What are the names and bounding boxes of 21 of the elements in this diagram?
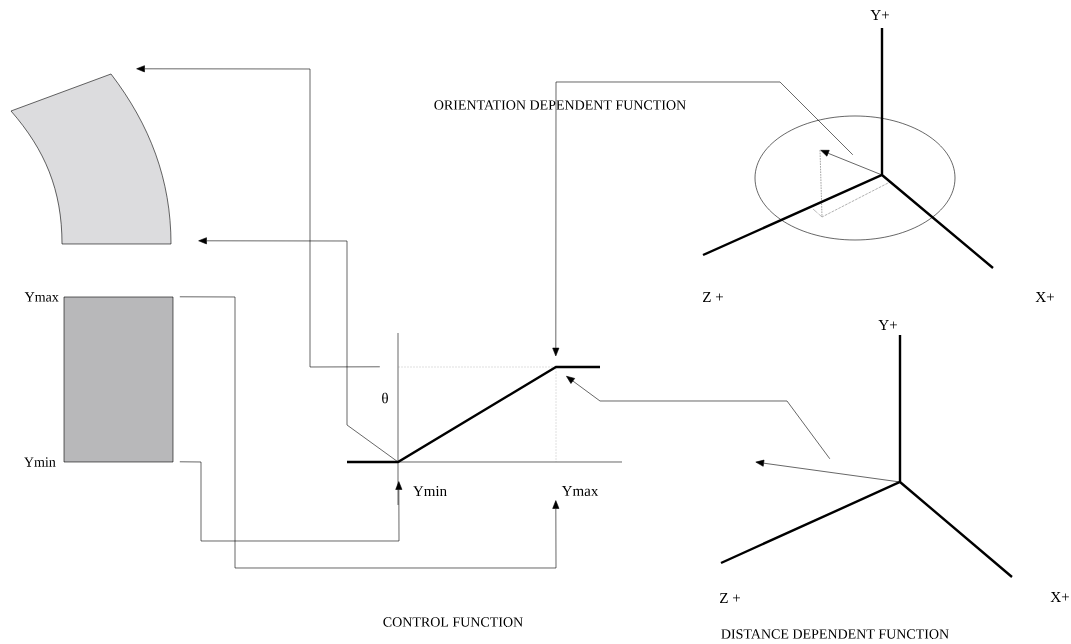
limit-label: Ymax [24,292,59,302]
axis-label: X+ [1035,292,1054,302]
axis-label: X+ [1050,592,1069,602]
axis-label: Ymin [413,486,447,496]
caption: CONTROL FUNCTION [383,617,523,627]
axis-label: θ [382,392,388,404]
axis-label: Z + [720,593,740,603]
caption: DISTANCE DEPENDENT FUNCTION [721,629,949,639]
arrow [552,81,854,357]
caption: ORIENTATION DEPENDENT FUNCTION [434,100,686,110]
arrow [179,296,560,569]
axis-label: Ymax [561,486,599,496]
axis-label: Y+ [870,10,889,20]
curved-plate [10,73,172,245]
axis-label: Y+ [878,320,897,330]
limit-label: Ymin [24,457,56,467]
arrow [179,461,403,542]
axis-label: Z + [703,292,723,302]
arrow [136,65,381,368]
arrow [566,376,831,460]
arrow [198,237,399,463]
